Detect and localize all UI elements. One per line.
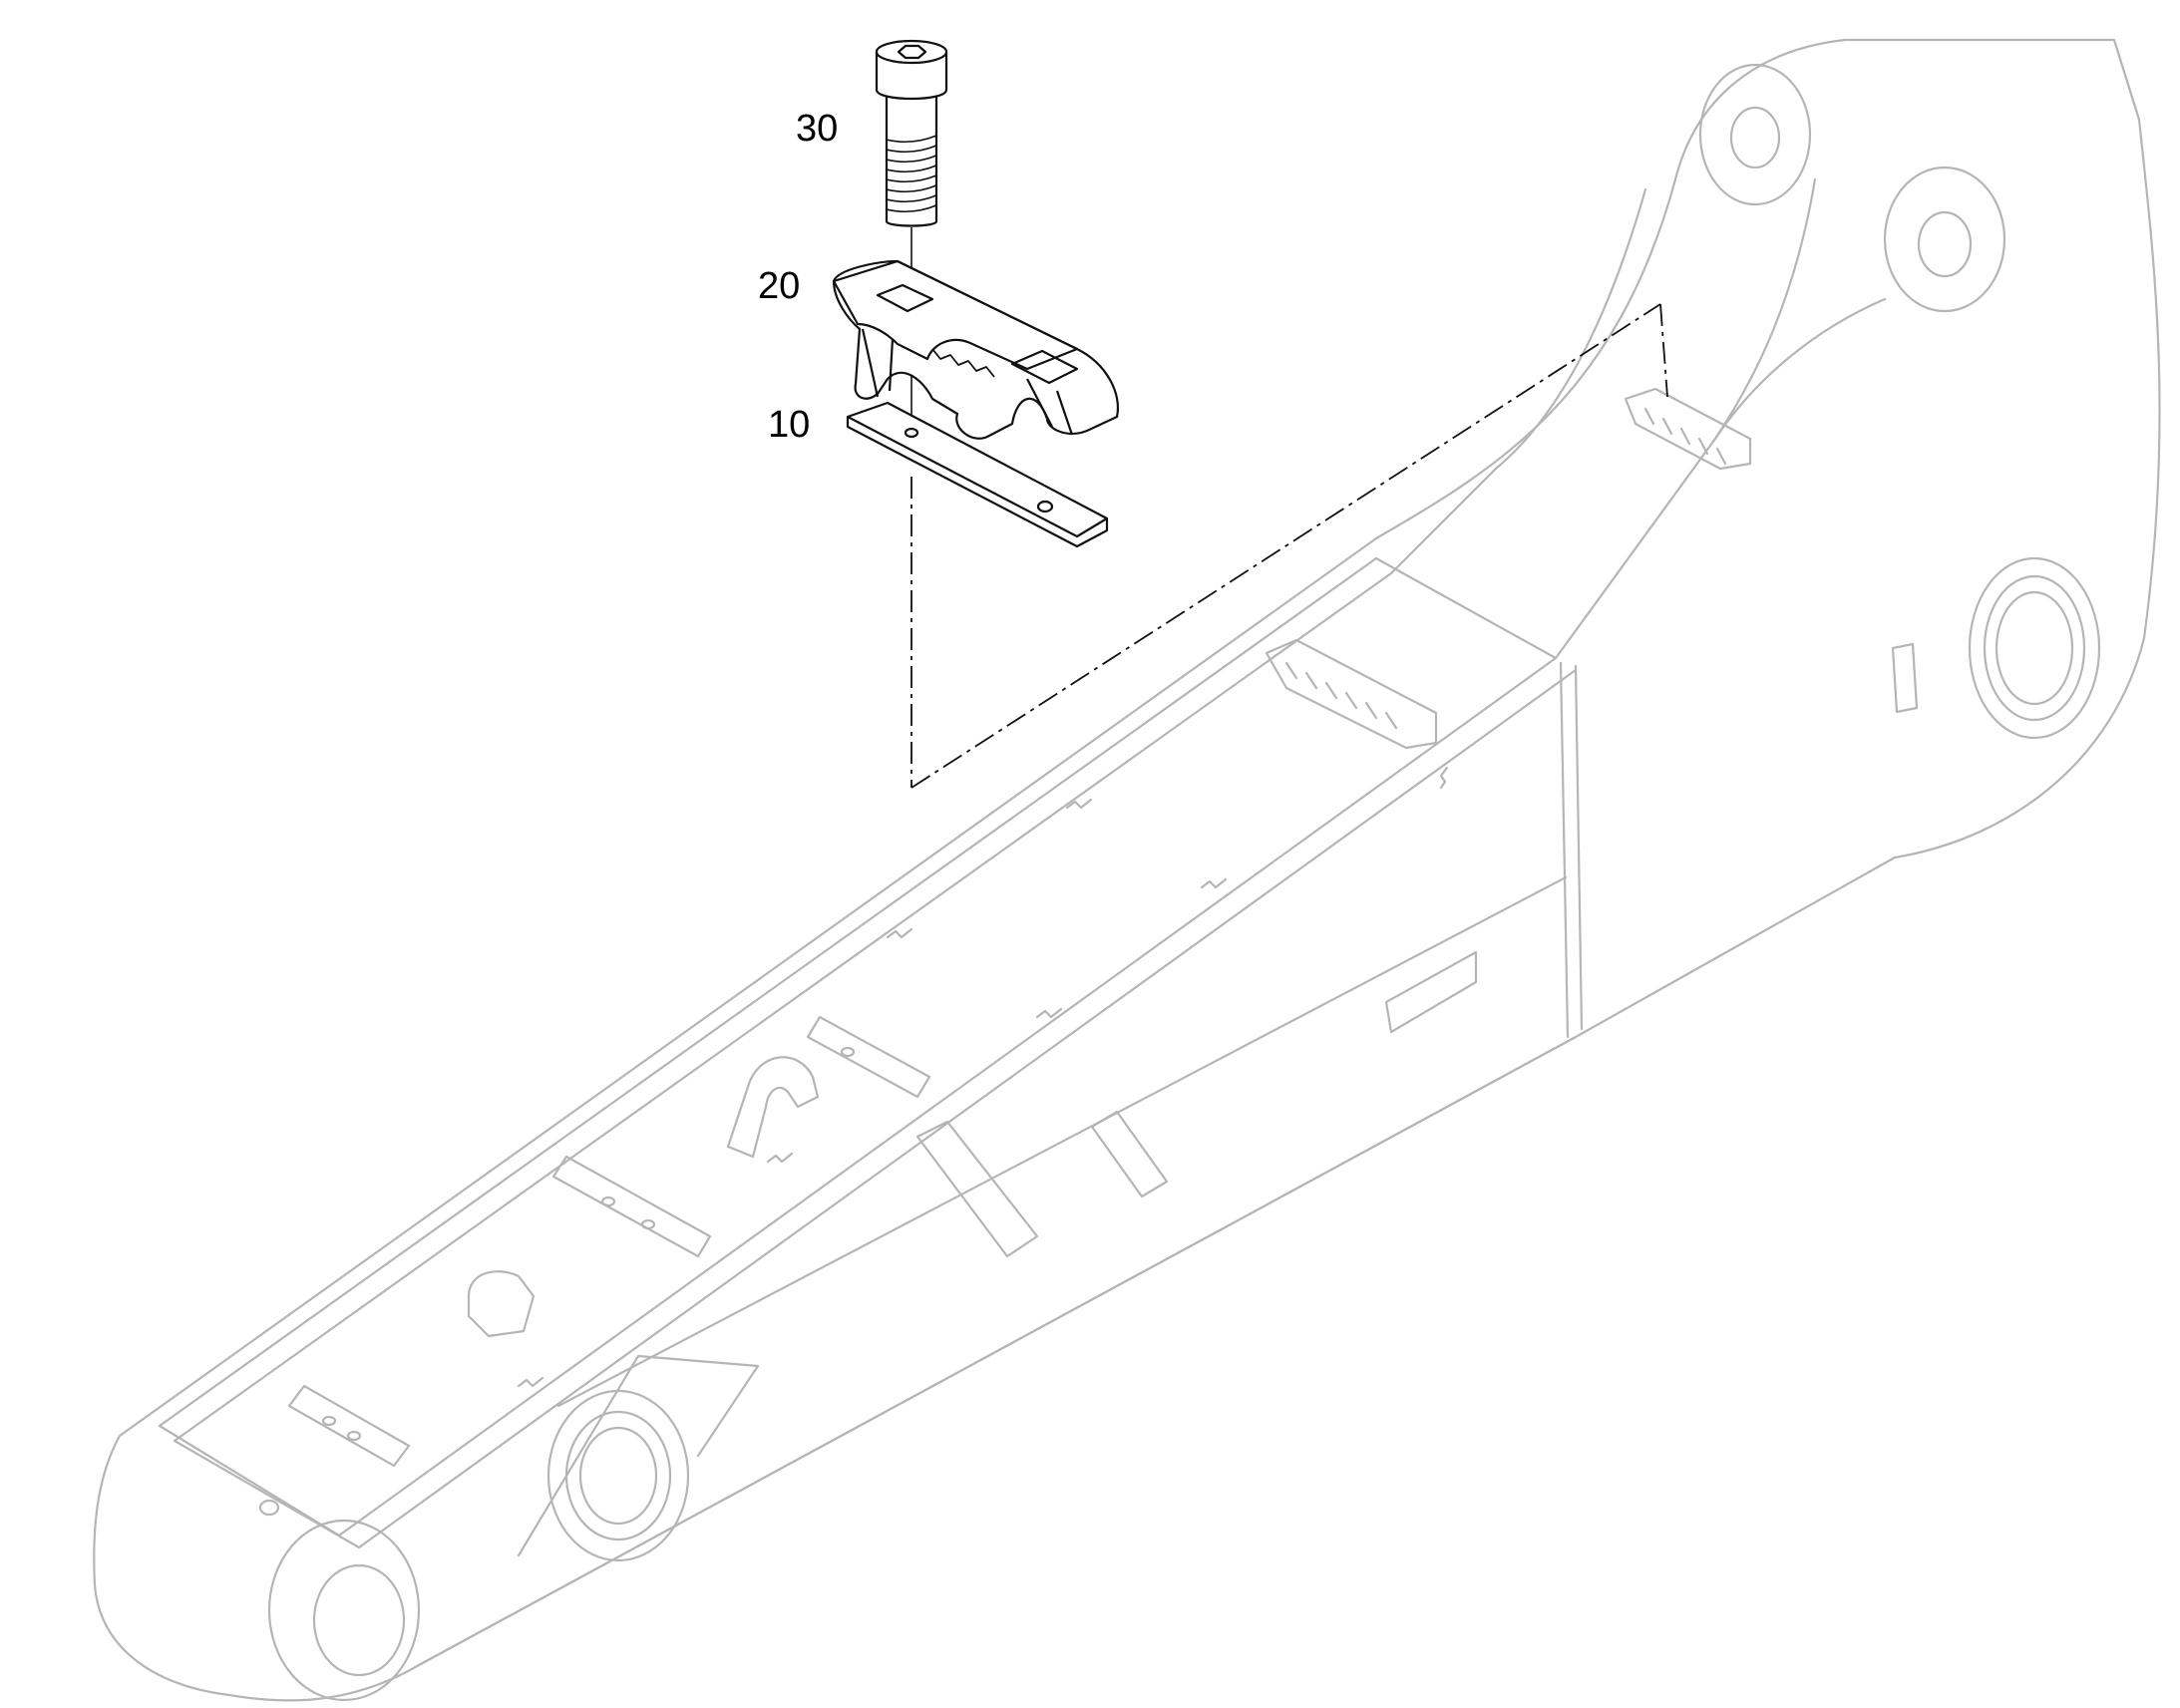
pipe-clamp-slot-right: [1010, 349, 1079, 385]
centerline-to-clip: [1659, 303, 1668, 398]
arm-top-rail-2: [173, 571, 1393, 1443]
right-hub-outer: [1968, 556, 2101, 740]
wire-marker-5: [1200, 877, 1228, 889]
right-hub-inner: [1995, 590, 2074, 706]
base-plate-edge: [847, 416, 1108, 538]
callout-10: 10: [768, 404, 811, 446]
bracket-pad-3: [806, 1015, 931, 1099]
wire-marker-3: [1035, 1007, 1063, 1019]
arm-upper-ridge-2: [1713, 177, 1817, 441]
end-cross-bar: [158, 1424, 341, 1537]
centerline-diagonal: [910, 303, 1661, 789]
side-block-1: [1384, 950, 1478, 1034]
top-pivot-hole-right: [1917, 210, 1973, 278]
hex-block: [467, 1270, 536, 1338]
lower-hub-gusset: [517, 1354, 760, 1557]
arm-side-edge: [417, 1035, 1578, 1667]
side-pad-right: [1891, 642, 1919, 714]
rail-clip-lower-teeth: [1284, 661, 1398, 730]
arm-vertical-seam: [1559, 661, 1570, 1039]
cap-screw: [875, 39, 948, 227]
arm-top-rail-3: [337, 656, 1558, 1537]
bracket-pad-2-hole: [600, 1196, 616, 1207]
arm-top-rail: [158, 556, 1378, 1428]
top-pivot-boss-right: [1883, 166, 2006, 313]
callout-20: 20: [758, 265, 801, 307]
rail-clip-lower: [1265, 638, 1438, 750]
top-pivot-hole-left: [1729, 106, 1781, 170]
bracket-pad-2: [551, 1155, 712, 1258]
pipe-clamp-top-face: [832, 259, 1079, 371]
pipe-clamp-slot-left: [876, 283, 934, 313]
wire-marker-4: [1065, 798, 1093, 810]
wire-marker-1: [517, 1376, 545, 1388]
side-plate-1: [915, 1120, 1039, 1258]
arm-vertical-seam-2: [1574, 664, 1584, 1031]
end-cross-bar-2: [173, 1439, 361, 1549]
base-plate-hole-1: [904, 427, 919, 439]
cap-screw-shank: [885, 90, 938, 227]
excavator-arm: [93, 38, 2161, 1702]
arm-upper-ridge: [1389, 187, 1647, 575]
hook-bracket: [726, 1056, 820, 1159]
pipe-clamp: [832, 259, 1120, 440]
rail-clip-upper-teeth: [1643, 407, 1727, 466]
lower-hub-outer: [546, 1389, 690, 1562]
arm-upper-outline: [93, 38, 2161, 1702]
cap-screw-threads: [886, 135, 937, 213]
lower-hub-mid: [564, 1410, 672, 1541]
end-pin-inner: [312, 1563, 406, 1677]
bracket-pad-1-hole: [321, 1415, 337, 1427]
end-small-hole: [258, 1499, 280, 1517]
bracket-pad-1: [287, 1384, 411, 1468]
side-plate-2: [1090, 1110, 1169, 1198]
pipe-clamp-rib-left: [861, 328, 895, 398]
end-pin-outer: [267, 1519, 421, 1702]
top-pivot-boss-left: [1698, 63, 1812, 206]
wire-marker-6: [1439, 766, 1449, 790]
arm-lower-edge: [556, 875, 1568, 1408]
base-plate-hole-2: [1036, 500, 1054, 513]
arm-top-rail-4: [357, 668, 1578, 1549]
bracket-pad-2-hole-2: [640, 1218, 656, 1230]
assembly-centerlines: [910, 303, 1668, 789]
bracket-pad-3-hole: [840, 1046, 856, 1058]
lower-hub-inner: [578, 1426, 658, 1526]
base-plate: [846, 401, 1109, 548]
callout-30: 30: [796, 108, 839, 150]
arm-upper-section: [1374, 297, 1887, 660]
right-hub-mid: [1983, 574, 2086, 722]
wire-marker-2: [886, 927, 913, 939]
pipe-clamp-body: [832, 259, 1120, 440]
pipe-clamp-rib-right: [1026, 378, 1074, 436]
rail-clip-upper: [1624, 387, 1752, 471]
pipe-clamp-serration: [931, 348, 995, 378]
cap-screw-hex-socket: [897, 44, 927, 60]
bracket-pad-1-hole-2: [346, 1430, 362, 1442]
cap-screw-head: [875, 50, 948, 101]
cap-screw-head-top: [875, 39, 948, 65]
wire-marker-7: [766, 1152, 794, 1164]
